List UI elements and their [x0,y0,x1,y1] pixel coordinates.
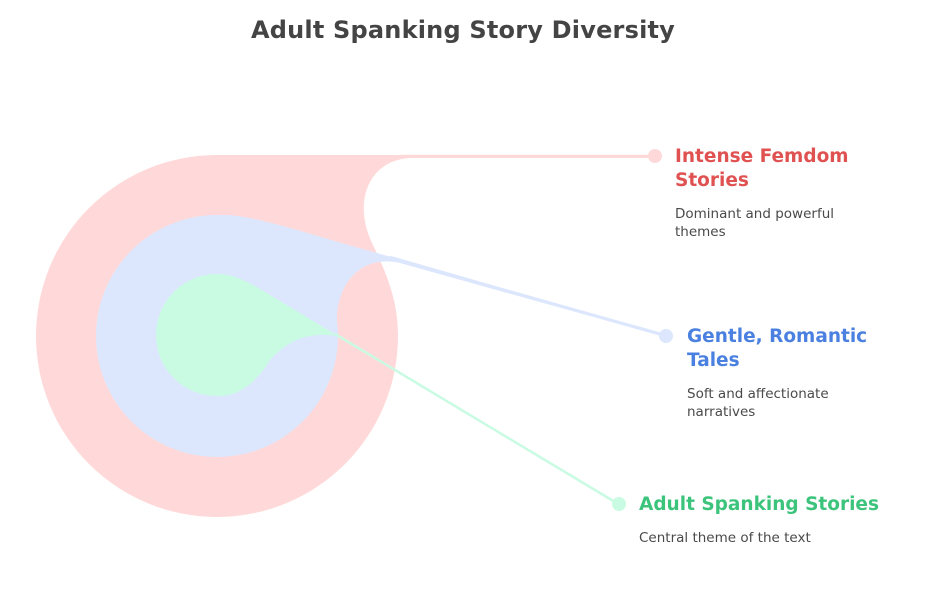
layer-heading: Gentle, Romantic Tales [687,326,868,371]
inner-layer-shape [155,274,338,397]
inner-connector-dot [612,497,626,511]
layer-label-femdom: Intense Femdom Stories Dominant and powe… [675,145,885,241]
middle-connector-dot [659,329,673,343]
outer-connector-dot [648,149,662,163]
inner-connector-line [334,332,616,504]
middle-layer-shape [96,214,666,457]
layer-description: Central theme of the text [639,530,811,546]
diagram-title: Adult Spanking Story Diversity [250,16,676,44]
layer-description: Soft and affectionate narratives [687,386,829,420]
layer-description: Dominant and powerful themes [675,206,835,240]
layer-label-gentle: Gentle, Romantic Tales Soft and affectio… [687,325,897,421]
middle-connector-line [389,255,663,337]
layer-label-adult: Adult Spanking Stories Central theme of … [639,493,879,547]
layer-heading: Adult Spanking Stories [639,494,879,515]
layer-heading: Intense Femdom Stories [675,146,849,191]
